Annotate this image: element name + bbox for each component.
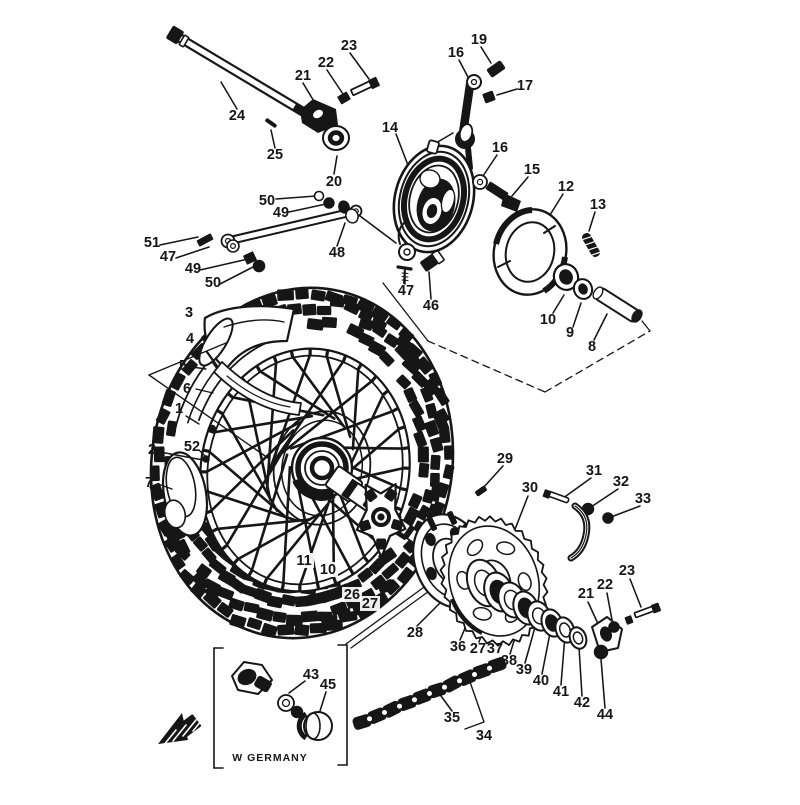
svg-text:16: 16: [448, 45, 464, 61]
svg-text:1: 1: [175, 401, 183, 417]
svg-text:7: 7: [145, 475, 153, 491]
svg-text:28: 28: [407, 625, 423, 641]
svg-text:31: 31: [586, 463, 602, 479]
svg-text:13: 13: [590, 197, 606, 213]
svg-text:50: 50: [205, 275, 221, 291]
svg-text:21: 21: [578, 586, 594, 602]
svg-text:48: 48: [329, 245, 345, 261]
svg-text:51: 51: [144, 235, 160, 251]
svg-text:11: 11: [296, 553, 311, 569]
svg-text:36: 36: [450, 639, 466, 655]
svg-text:30: 30: [522, 480, 538, 496]
svg-text:44: 44: [597, 707, 613, 723]
svg-text:2: 2: [148, 442, 156, 458]
svg-text:49: 49: [185, 261, 201, 277]
svg-text:29: 29: [497, 451, 513, 467]
svg-text:43: 43: [303, 667, 319, 683]
svg-text:38: 38: [501, 653, 517, 669]
svg-text:8: 8: [588, 339, 596, 355]
svg-text:16: 16: [492, 140, 508, 156]
svg-text:23: 23: [341, 38, 357, 54]
svg-text:49: 49: [273, 205, 289, 221]
svg-text:20: 20: [326, 174, 342, 190]
svg-text:21: 21: [295, 68, 311, 84]
svg-text:39: 39: [516, 662, 532, 678]
svg-text:19: 19: [471, 32, 487, 48]
svg-text:10: 10: [540, 312, 556, 328]
svg-text:22: 22: [597, 577, 613, 593]
svg-text:24: 24: [229, 108, 245, 124]
svg-text:34: 34: [476, 728, 492, 744]
svg-text:26: 26: [344, 587, 360, 603]
svg-text:46: 46: [423, 298, 439, 314]
svg-text:15: 15: [524, 162, 540, 178]
svg-text:14: 14: [382, 120, 398, 136]
svg-text:9: 9: [566, 325, 574, 341]
svg-text:12: 12: [558, 179, 574, 195]
svg-text:10: 10: [320, 562, 336, 578]
svg-text:47: 47: [160, 249, 176, 265]
svg-text:27: 27: [470, 641, 486, 657]
svg-text:35: 35: [444, 710, 460, 726]
svg-text:22: 22: [318, 55, 334, 71]
svg-text:32: 32: [613, 474, 629, 490]
svg-text:45: 45: [320, 677, 336, 693]
svg-text:3: 3: [185, 305, 193, 321]
svg-text:40: 40: [533, 673, 549, 689]
svg-text:52: 52: [184, 439, 200, 455]
svg-text:6: 6: [183, 381, 191, 397]
svg-text:23: 23: [619, 563, 635, 579]
svg-text:27: 27: [362, 596, 378, 612]
svg-text:5: 5: [179, 358, 187, 374]
svg-text:W GERMANY: W GERMANY: [232, 752, 308, 764]
svg-text:41: 41: [553, 684, 569, 700]
svg-text:33: 33: [635, 491, 651, 507]
svg-text:17: 17: [517, 78, 533, 94]
svg-text:4: 4: [186, 331, 194, 347]
svg-text:42: 42: [574, 695, 590, 711]
svg-text:47: 47: [398, 283, 414, 299]
svg-text:25: 25: [267, 147, 283, 163]
